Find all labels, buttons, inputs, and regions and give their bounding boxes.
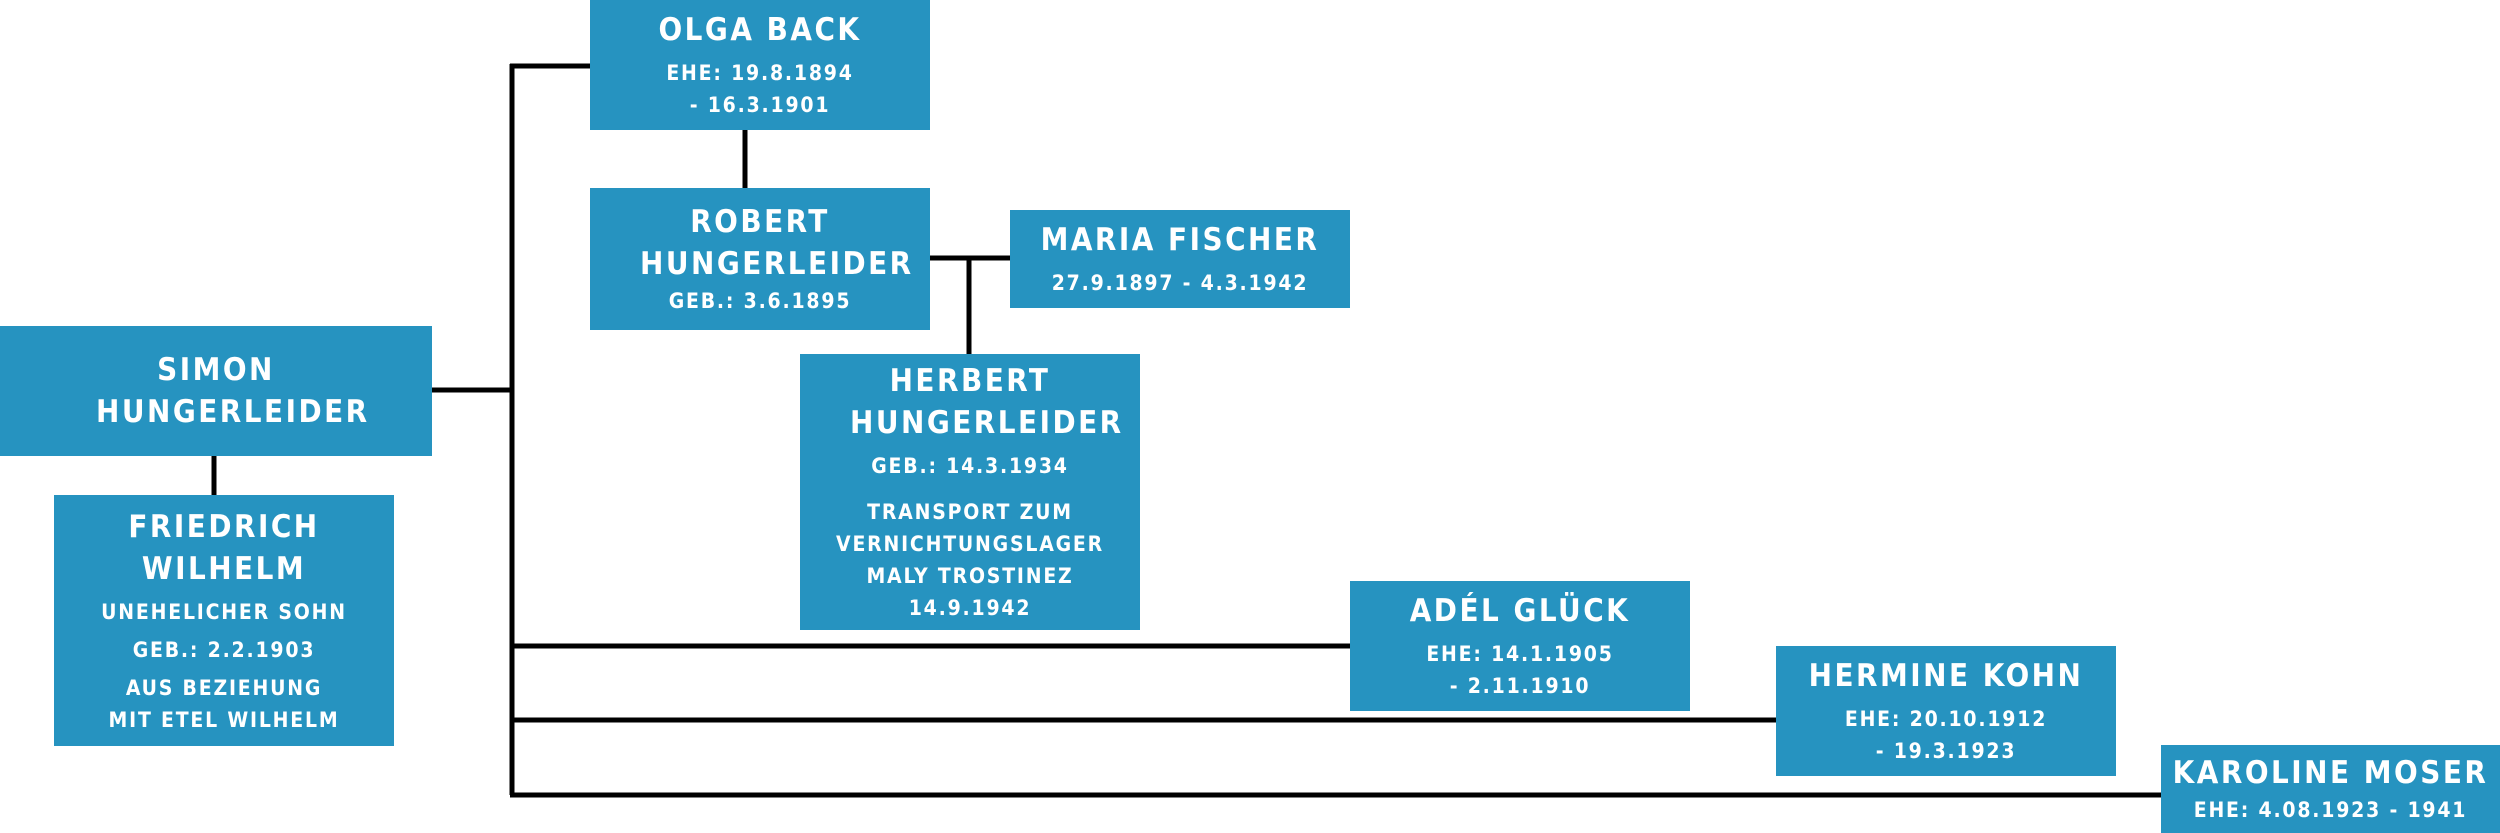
- herbert-note: TRANSPORT ZUM VERNICHTUNGSLAGER MALY TRO…: [836, 500, 1104, 620]
- karoline-marriage: EHE: 4.08.1923 - 1941: [2193, 798, 2468, 822]
- friedrich-note: AUS BEZIEHUNG MIT ETEL WILHELM: [108, 675, 340, 732]
- karoline-name: KAROLINE MOSER: [2172, 755, 2489, 791]
- person-friedrich-wilhelm: FRIEDRICH WILHELM UNEHELICHER SOHN GEB.:…: [54, 495, 394, 746]
- person-robert-hungerleider: ROBERT HUNGERLEIDER GEB.: 3.6.1895: [590, 188, 930, 330]
- robert-birth: GEB.: 3.6.1895: [668, 289, 852, 313]
- adel-marriage: EHE: 14.1.1905 - 2.11.1910: [1426, 642, 1614, 698]
- person-hermine-kohn: HERMINE KOHN EHE: 20.10.1912 - 19.3.1923: [1776, 646, 2116, 776]
- hermine-name: HERMINE KOHN: [1808, 658, 2084, 694]
- person-adel-glueck: ADÉL GLÜCK EHE: 14.1.1905 - 2.11.1910: [1350, 581, 1690, 711]
- olga-name: OLGA BACK: [658, 12, 862, 48]
- simon-name: SIMON HUNGERLEIDER: [96, 352, 370, 430]
- person-simon-hungerleider: SIMON HUNGERLEIDER: [0, 326, 432, 456]
- person-karoline-moser: KAROLINE MOSER EHE: 4.08.1923 - 1941: [2161, 745, 2500, 833]
- friedrich-birth: GEB.: 2.2.1903: [132, 637, 316, 662]
- maria-dates: 27.9.1897 - 4.3.1942: [1051, 271, 1309, 295]
- friedrich-name: FRIEDRICH WILHELM: [128, 508, 320, 587]
- person-olga-back: OLGA BACK EHE: 19.8.1894 - 16.3.1901: [590, 0, 930, 130]
- person-herbert-hungerleider: HERBERT HUNGERLEIDER GEB.: 14.3.1934 TRA…: [800, 354, 1140, 630]
- hermine-marriage: EHE: 20.10.1912 - 19.3.1923: [1844, 707, 2048, 763]
- maria-name: MARIA FISCHER: [1040, 222, 1320, 258]
- herbert-name: HERBERT HUNGERLEIDER: [850, 363, 1124, 441]
- person-maria-fischer: MARIA FISCHER 27.9.1897 - 4.3.1942: [1010, 210, 1350, 308]
- adel-name: ADÉL GLÜCK: [1409, 593, 1631, 629]
- olga-marriage: EHE: 19.8.1894 - 16.3.1901: [666, 61, 854, 117]
- robert-name: ROBERT HUNGERLEIDER: [640, 204, 914, 282]
- herbert-birth: GEB.: 14.3.1934: [871, 454, 1069, 478]
- friedrich-status: UNEHELICHER SOHN: [101, 599, 347, 624]
